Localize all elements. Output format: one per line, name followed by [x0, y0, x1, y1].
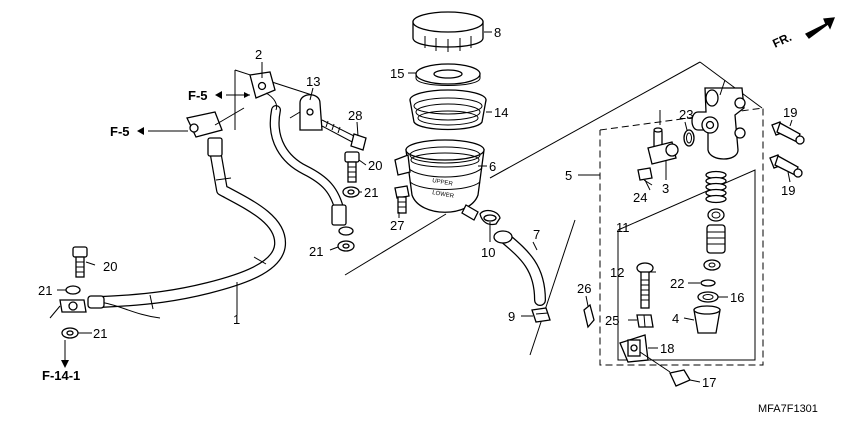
- part-label-21-mid-upper: 21: [364, 185, 378, 200]
- bolt-28: [321, 119, 367, 151]
- reservoir-body: UPPER LOWER: [394, 139, 485, 221]
- part-label-8: 8: [494, 25, 501, 40]
- part-label-18: 18: [660, 341, 674, 356]
- screw-24: [637, 167, 653, 191]
- part-label-12: 12: [610, 265, 624, 280]
- diaphragm-plate: [415, 63, 481, 86]
- part-label-21-left-lower: 21: [93, 326, 107, 341]
- screw-27: [394, 185, 410, 214]
- front-direction-arrow-icon: [805, 17, 836, 39]
- part-label-6: 6: [489, 159, 496, 174]
- leader-lines: [57, 31, 793, 383]
- part-label-26: 26: [577, 281, 591, 296]
- brake-hose-upper: [249, 71, 354, 236]
- part-label-1: 1: [233, 312, 240, 327]
- part-label-2: 2: [255, 47, 262, 62]
- part-label-13: 13: [306, 74, 320, 89]
- banjo-bolt-middle: [337, 151, 360, 252]
- banjo-fitting-left: [49, 246, 88, 339]
- part-label-19-lower: 19: [781, 183, 795, 198]
- ref-label-f5-lower: F-5: [110, 124, 130, 139]
- part-label-23: 23: [679, 107, 693, 122]
- brake-hose-lower: [87, 107, 286, 319]
- svg-text:UPPER: UPPER: [432, 178, 454, 188]
- part-label-21-left-upper: 21: [38, 283, 52, 298]
- part-label-24: 24: [633, 190, 647, 205]
- part-label-5: 5: [565, 168, 572, 183]
- master-cylinder-body: [691, 79, 746, 160]
- part-label-25: 25: [605, 313, 619, 328]
- part-label-28: 28: [348, 108, 362, 123]
- svg-text:LOWER: LOWER: [432, 190, 455, 200]
- part-label-20-left: 20: [103, 259, 117, 274]
- ref-label-f5-upper: F-5: [188, 88, 208, 103]
- part-label-10: 10: [481, 245, 495, 260]
- part-label-22: 22: [670, 276, 684, 291]
- front-direction-label: FR.: [770, 30, 793, 51]
- inlet-joint: [647, 127, 695, 165]
- part-label-20-mid: 20: [368, 158, 382, 173]
- part-label-15: 15: [390, 66, 404, 81]
- mounting-bolts: [769, 121, 805, 178]
- piston-spring-stack: [693, 170, 727, 334]
- part-label-14: 14: [494, 105, 508, 120]
- part-number-labels: 8 15 14 6 7 10 9 2 13 28 20 21 21 27 20 …: [38, 25, 797, 390]
- part-label-16: 16: [730, 290, 744, 305]
- reservoir-cap: [412, 11, 484, 52]
- push-rod: [636, 262, 654, 328]
- part-label-3: 3: [662, 181, 669, 196]
- part-label-9: 9: [508, 309, 515, 324]
- reservoir-hose: [479, 209, 551, 323]
- clevis-joint: [583, 303, 691, 387]
- part-label-21-mid-lower: 21: [309, 244, 323, 259]
- reservoir-diaphragm: [409, 89, 487, 131]
- part-label-11: 11: [616, 220, 630, 235]
- part-label-19-upper: 19: [783, 105, 797, 120]
- ref-label-f14: F-14-1: [42, 368, 80, 383]
- part-label-17: 17: [702, 375, 716, 390]
- diagram-code: MFA7F1301: [758, 403, 818, 415]
- part-label-27: 27: [390, 218, 404, 233]
- part-label-7: 7: [533, 227, 540, 242]
- part-label-4: 4: [672, 311, 679, 326]
